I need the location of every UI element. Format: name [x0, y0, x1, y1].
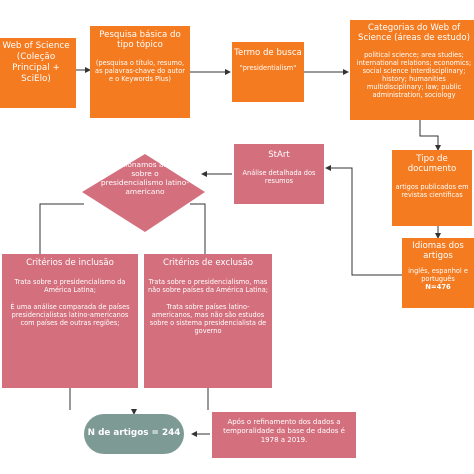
arrow-idiomas-to-start: [325, 165, 402, 276]
tipo-title: Tipo de documento: [407, 154, 457, 174]
box-termo-de-busca: Termo de busca "presidentialism": [232, 42, 304, 102]
idiomas-n: N=476: [425, 283, 451, 291]
categorias-title: Categorias do Web of Science (áreas de e…: [358, 23, 470, 43]
box-criterios-inclusao: Critérios de inclusão Trata sobre o pres…: [2, 254, 138, 388]
termo-body: "presidentialism": [239, 64, 297, 72]
arrow-categorias-to-tipo: [419, 120, 441, 151]
connector-diamond-left: [39, 203, 84, 254]
termo-title: Termo de busca: [234, 48, 302, 58]
categorias-body: political science; area studies; interna…: [356, 51, 472, 99]
decision-diamond: [82, 154, 205, 232]
start-body: Análise detalhada dos resumos: [242, 169, 316, 185]
refinamento-label: Após o refinamento dos dados a temporali…: [223, 418, 345, 444]
pesquisa-title: Pesquisa básica do tipo tópico: [99, 30, 181, 50]
inclusao-body-1: Trata sobre o presidencialismo da Améric…: [14, 278, 126, 294]
start-title: StArt: [268, 150, 290, 160]
box-categorias: Categorias do Web of Science (áreas de e…: [350, 20, 474, 120]
exclusao-title: Critérios de exclusão: [162, 258, 254, 268]
box-idiomas: Idiomas dos artigos inglês, espanhol e p…: [402, 238, 474, 308]
exclusao-body-2: Trata sobre países latino-americanos, ma…: [149, 303, 267, 335]
box-web-of-science: Web of Science (Coleção Principal + SciE…: [0, 38, 76, 108]
pesquisa-body: (pesquisa o título, resumo, as palavras-…: [95, 59, 185, 83]
n-artigos-label: N de artigos = 244: [87, 428, 181, 438]
selecionamos-label: Selecionamos artigos sobre o presidencia…: [100, 160, 190, 196]
box-pesquisa-basica: Pesquisa básica do tipo tópico (pesquisa…: [90, 26, 190, 118]
web-of-science-label: Web of Science (Coleção Principal + SciE…: [2, 41, 70, 84]
exclusao-body-1: Trata sobre o presidencialismo, mas não …: [148, 278, 268, 294]
inclusao-body-2: É uma análise comparada de países presid…: [10, 303, 130, 327]
box-start: StArt Análise detalhada dos resumos: [234, 144, 324, 204]
box-criterios-exclusao: Critérios de exclusão Trata sobre o pres…: [144, 254, 272, 388]
idiomas-body: inglês, espanhol e português: [408, 267, 468, 283]
connector-diamond-right: [190, 203, 206, 254]
box-n-artigos: N de artigos = 244: [84, 414, 184, 454]
inclusao-title: Critérios de inclusão: [26, 258, 114, 268]
box-tipo-documento: Tipo de documento artigos publicados em …: [392, 150, 472, 226]
box-refinamento: Após o refinamento dos dados a temporali…: [212, 412, 356, 458]
tipo-body: artigos publicados em revistas científic…: [395, 183, 469, 199]
idiomas-title: Idiomas dos artigos: [412, 241, 464, 261]
